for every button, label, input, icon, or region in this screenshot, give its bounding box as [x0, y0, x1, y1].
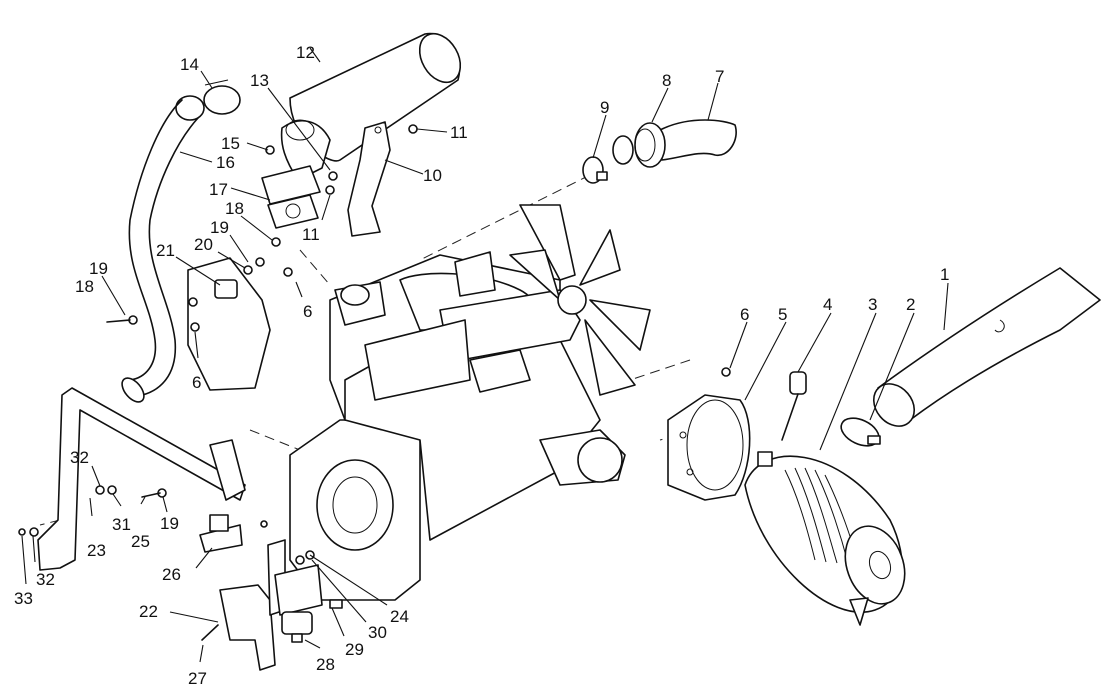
callout-31: 31 [112, 515, 131, 534]
callout-8: 8 [662, 71, 671, 90]
callout-2: 2 [906, 295, 915, 314]
callout-4: 4 [823, 295, 832, 314]
intake-hose [659, 119, 737, 161]
callout-25: 25 [131, 532, 150, 551]
callout-23: 23 [87, 541, 106, 560]
exhaust-elbow [261, 119, 331, 205]
leader-lines [21, 47, 949, 663]
callout-12: 12 [296, 43, 315, 62]
callout-33: 33 [14, 589, 33, 608]
callout-14: 14 [180, 55, 199, 74]
callout-24: 24 [390, 607, 409, 626]
callout-19a: 19 [210, 218, 229, 237]
callout-1: 1 [940, 265, 949, 284]
callout-26: 26 [162, 565, 181, 584]
callout-22: 22 [139, 602, 158, 621]
callout-6a: 6 [740, 305, 749, 324]
callout-7: 7 [715, 67, 724, 86]
air-transfer-tube [121, 99, 199, 403]
callout-11b: 11 [302, 225, 320, 244]
callout-30: 30 [368, 623, 387, 642]
callout-32b: 32 [36, 570, 55, 589]
fuel-filter [274, 564, 323, 643]
muffler-bracket [347, 121, 391, 237]
filter-bracket [219, 539, 286, 671]
small-clamp [582, 156, 608, 184]
callout-13: 13 [250, 71, 269, 90]
tube-support-bracket [187, 257, 271, 391]
callout-19c: 19 [160, 514, 179, 533]
air-cleaner [744, 451, 906, 626]
callout-18a: 18 [225, 199, 244, 218]
large-clamp [612, 122, 666, 168]
callout-16: 16 [216, 153, 235, 172]
callout-3: 3 [868, 295, 877, 314]
tube-clamp [175, 79, 241, 121]
intake-duct [872, 267, 1101, 427]
callout-32a: 32 [70, 448, 89, 467]
callout-19b: 19 [89, 259, 108, 278]
callout-6b: 6 [303, 302, 312, 321]
callout-17: 17 [209, 180, 228, 199]
callout-10: 10 [423, 166, 442, 185]
callout-27: 27 [188, 669, 207, 688]
hose-clamp [840, 417, 881, 447]
callout-11a: 11 [450, 123, 468, 142]
air-cleaner-bracket [667, 394, 751, 501]
callout-labels: 1 2 3 4 5 6 6 6 7 8 9 10 11 11 12 13 14 … [14, 43, 949, 688]
callout-28: 28 [316, 655, 335, 674]
callout-21: 21 [156, 241, 175, 260]
callout-9: 9 [600, 98, 609, 117]
callout-5: 5 [778, 305, 787, 324]
callout-6c: 6 [192, 373, 201, 392]
callout-18b: 18 [75, 277, 94, 296]
callout-20: 20 [194, 235, 213, 254]
callout-29: 29 [345, 640, 364, 659]
mounting-frame [37, 387, 246, 571]
restriction-indicator [781, 371, 807, 441]
engine-mount [199, 514, 243, 553]
exhaust-gasket [267, 194, 319, 229]
callout-15: 15 [221, 134, 240, 153]
cooling-fan [509, 204, 651, 396]
